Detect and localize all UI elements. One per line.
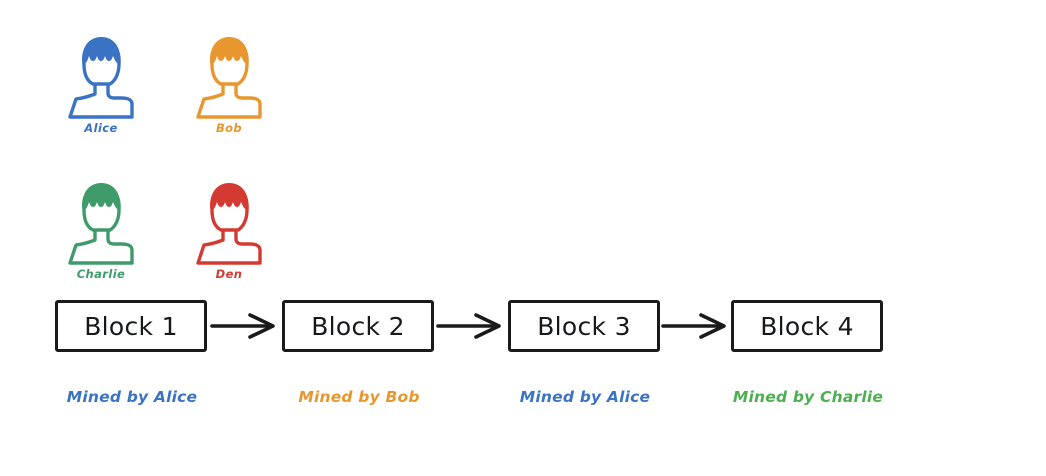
block-box: Block 3	[508, 300, 660, 352]
participants-group: Alice Bob Charlie De	[40, 28, 300, 281]
participant-name-label: Bob	[215, 121, 243, 135]
arrow-right-icon	[210, 313, 275, 339]
block-label: Block 2	[311, 311, 405, 341]
participant-name-label: Den	[215, 267, 243, 281]
arrow-right-icon	[436, 313, 501, 339]
block-node-2: Block 2 Mined by Bob	[282, 300, 436, 406]
person-avatar-icon	[68, 183, 134, 265]
block-node-4: Block 4 Mined by Charlie	[731, 300, 885, 406]
participant-name-label: Charlie	[76, 267, 126, 281]
block-box: Block 2	[282, 300, 434, 352]
participant-name-label: Alice	[84, 121, 118, 135]
blockchain-diagram: Block 1 Mined by Alice Block 2 Mined by …	[0, 300, 1046, 430]
block-box: Block 1	[55, 300, 207, 352]
block-label: Block 3	[537, 311, 631, 341]
arrow-right-icon	[661, 313, 726, 339]
block-label: Block 4	[760, 311, 854, 341]
person-avatar-icon	[196, 37, 262, 119]
block-node-1: Block 1 Mined by Alice	[55, 300, 209, 406]
person-avatar-icon	[196, 183, 262, 265]
participant-charlie: Charlie	[46, 174, 156, 292]
participant-alice: Alice	[46, 28, 156, 146]
block-box: Block 4	[731, 300, 883, 352]
participant-bob: Bob	[174, 28, 284, 146]
block-label: Block 1	[84, 311, 178, 341]
block-miner-caption: Mined by Bob	[298, 388, 420, 406]
person-avatar-icon	[68, 37, 134, 119]
block-miner-caption: Mined by Alice	[519, 388, 651, 406]
participant-den: Den	[174, 174, 284, 292]
block-miner-caption: Mined by Alice	[66, 388, 198, 406]
block-miner-caption: Mined by Charlie	[732, 388, 884, 406]
block-node-3: Block 3 Mined by Alice	[508, 300, 662, 406]
